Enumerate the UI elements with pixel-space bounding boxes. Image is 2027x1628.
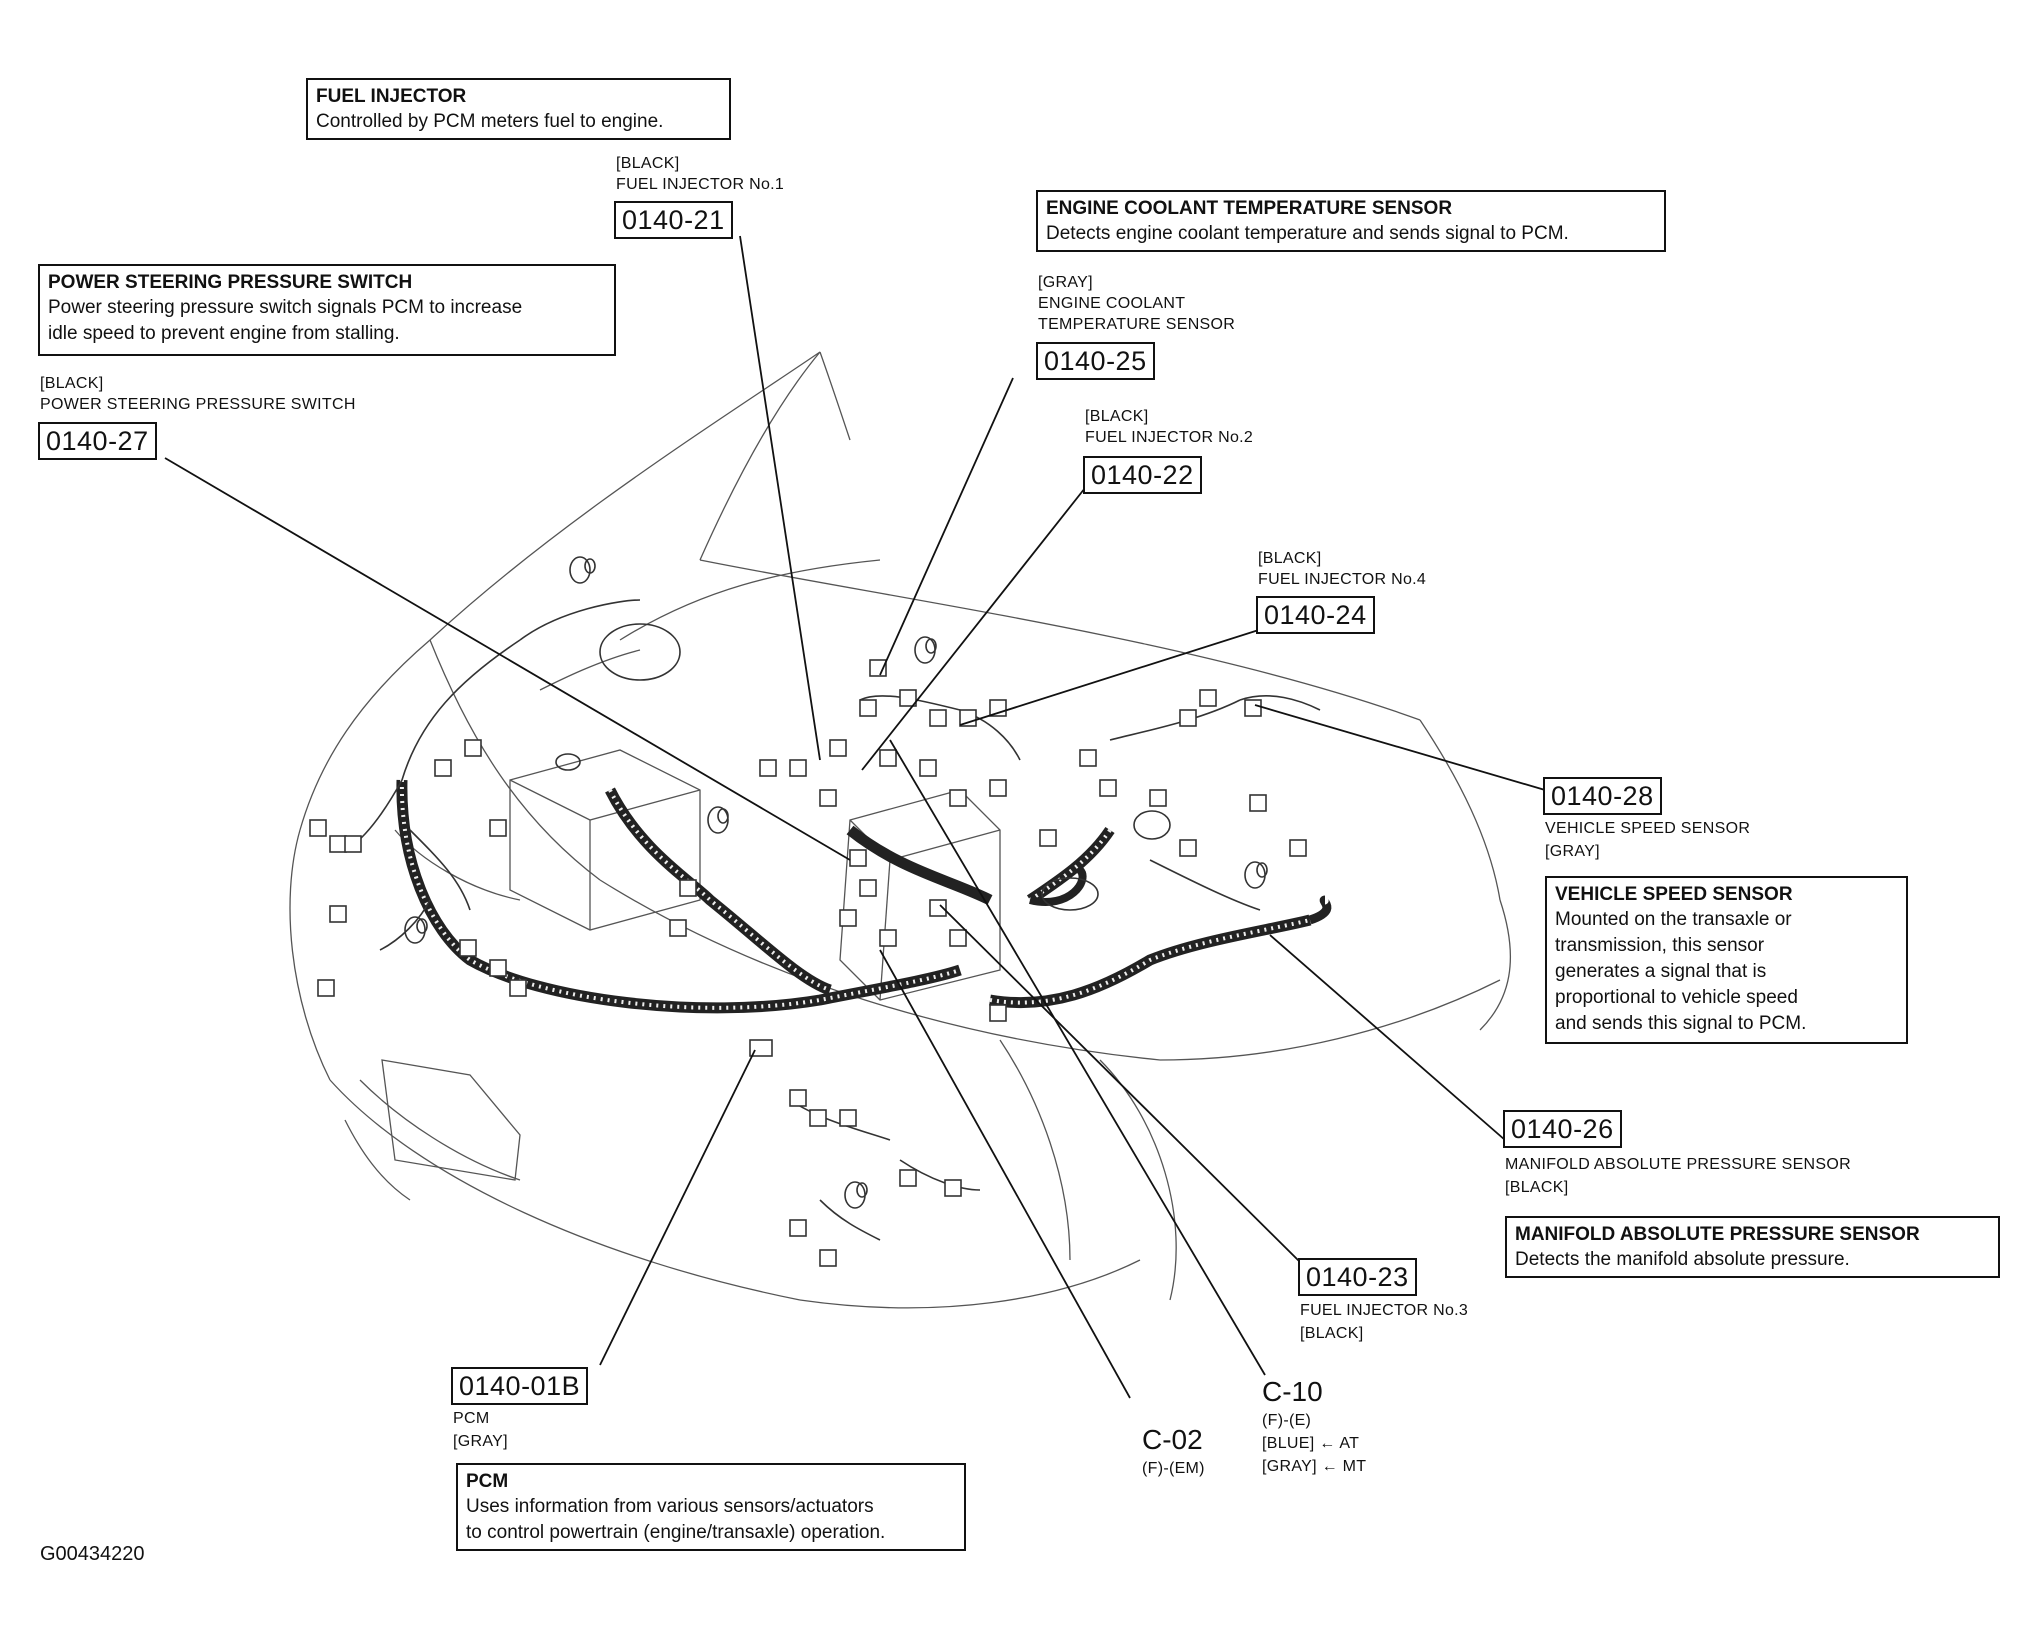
c23-name: FUEL INJECTOR No.3 — [1300, 1302, 1469, 1319]
map-sensor-description: MANIFOLD ABSOLUTE PRESSURE SENSOR Detect… — [1505, 1216, 2000, 1278]
fuel-injector-text: Controlled by PCM meters fuel to engine. — [316, 111, 664, 132]
map-sensor-text: Detects the manifold absolute pressure. — [1515, 1249, 1850, 1270]
c24-code: 0140-24 — [1256, 596, 1375, 634]
wiring-harness — [396, 779, 1332, 1014]
c25-code: 0140-25 — [1036, 342, 1155, 380]
c25-name-2: TEMPERATURE SENSOR — [1038, 316, 1236, 333]
c10-code: C-10 — [1262, 1376, 1323, 1407]
c27-name: POWER STEERING PRESSURE SWITCH — [40, 396, 356, 413]
vss-text: Mounted on the transaxle or transmission… — [1555, 909, 1807, 1034]
c27-color: [BLACK] — [40, 375, 104, 392]
c21-code: 0140-21 — [614, 201, 733, 239]
c26-color: [BLACK] — [1505, 1179, 1569, 1196]
c22-name: FUEL INJECTOR No.2 — [1085, 429, 1254, 446]
c28-code: 0140-28 — [1543, 777, 1662, 815]
c26-code: 0140-26 — [1503, 1110, 1622, 1148]
leader-lines — [164, 235, 1546, 1399]
c25-name-1: ENGINE COOLANT — [1038, 295, 1186, 312]
c01b-color: [GRAY] — [453, 1433, 508, 1450]
c10-sub-3: [GRAY] ← MT — [1262, 1458, 1367, 1475]
ect-sensor-description: ENGINE COOLANT TEMPERATURE SENSOR Detect… — [1036, 190, 1666, 252]
c24-color: [BLACK] — [1258, 550, 1322, 567]
c25-color: [GRAY] — [1038, 274, 1093, 291]
map-sensor-title: MANIFOLD ABSOLUTE PRESSURE SENSOR — [1515, 1224, 1920, 1245]
ect-sensor-text: Detects engine coolant temperature and s… — [1046, 223, 1569, 244]
c22-color: [BLACK] — [1085, 408, 1149, 425]
pcm-title: PCM — [466, 1471, 509, 1492]
vss-title: VEHICLE SPEED SENSOR — [1555, 884, 1793, 905]
c10-sub-2: [BLUE] ← AT — [1262, 1435, 1360, 1452]
ect-sensor-title: ENGINE COOLANT TEMPERATURE SENSOR — [1046, 198, 1453, 219]
pcm-text: Uses information from various sensors/ac… — [466, 1496, 886, 1543]
c24-name: FUEL INJECTOR No.4 — [1258, 571, 1427, 588]
c27-code: 0140-27 — [38, 422, 157, 460]
c22-code: 0140-22 — [1083, 456, 1202, 494]
branch-wires — [329, 599, 1321, 1241]
c21-name: FUEL INJECTOR No.1 — [616, 176, 785, 193]
fuel-injector-title: FUEL INJECTOR — [316, 86, 467, 107]
c26-name: MANIFOLD ABSOLUTE PRESSURE SENSOR — [1505, 1156, 1851, 1173]
figure-id: G00434220 — [40, 1543, 145, 1565]
c10-sub-1: (F)-(E) — [1262, 1412, 1312, 1429]
c02-code: C-02 — [1142, 1424, 1203, 1455]
front-opening — [344, 829, 521, 1201]
c23-code: 0140-23 — [1298, 1258, 1417, 1296]
pcm-description: PCM Uses information from various sensor… — [456, 1463, 966, 1551]
c23-color: [BLACK] — [1300, 1325, 1364, 1342]
ps-switch-description: POWER STEERING PRESSURE SWITCH Power ste… — [38, 264, 616, 356]
c28-color: [GRAY] — [1545, 843, 1600, 860]
battery-outline — [509, 749, 701, 931]
c28-name: VEHICLE SPEED SENSOR — [1545, 820, 1751, 837]
ps-switch-text: Power steering pressure switch signals P… — [48, 297, 523, 344]
car-body-outline — [289, 351, 1511, 1309]
fuel-injector-description: FUEL INJECTOR Controlled by PCM meters f… — [306, 78, 731, 140]
c21-color: [BLACK] — [616, 155, 680, 172]
grommets — [404, 556, 1268, 1209]
c02-sub-1: (F)-(EM) — [1142, 1460, 1205, 1477]
connector-blocks — [309, 659, 1307, 1267]
c01b-code: 0140-01B — [451, 1367, 589, 1405]
ps-switch-title: POWER STEERING PRESSURE SWITCH — [48, 272, 413, 293]
vss-description: VEHICLE SPEED SENSOR Mounted on the tran… — [1545, 876, 1908, 1044]
c01b-name: PCM — [453, 1410, 490, 1427]
